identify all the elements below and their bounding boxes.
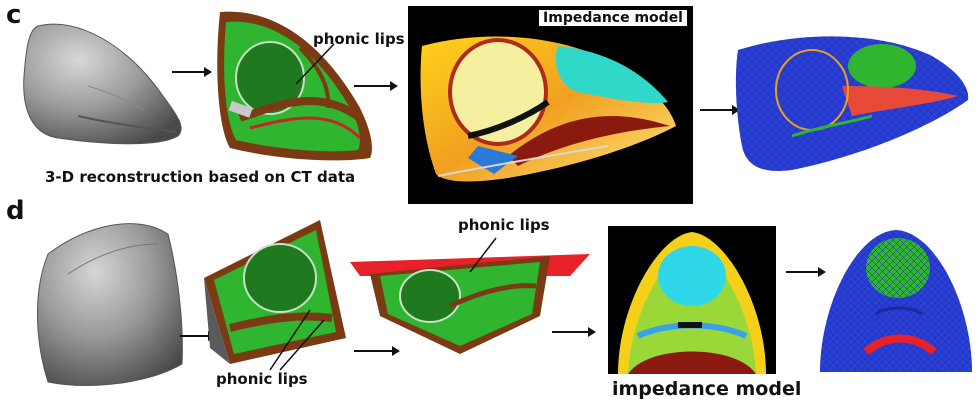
arrow-d-3 bbox=[552, 326, 596, 338]
phonic-lips-label-d-bottom: phonic lips bbox=[216, 370, 308, 388]
gray-head-3d-d bbox=[28, 214, 188, 394]
impedance-caption-d: impedance model bbox=[612, 378, 801, 400]
arrow-c-2 bbox=[354, 80, 398, 92]
pointer-lines-d bbox=[250, 300, 330, 380]
gray-head-3d-c bbox=[18, 16, 188, 146]
panel-letter-d: d bbox=[6, 196, 25, 226]
impedance-model-c: Impedance model bbox=[408, 6, 693, 204]
impedance-map-c bbox=[408, 6, 693, 204]
impedance-title-c: Impedance model bbox=[539, 10, 687, 26]
blue-mesh-c bbox=[732, 26, 972, 176]
blue-mesh-d bbox=[816, 226, 976, 376]
impedance-map-d bbox=[608, 226, 776, 374]
phonic-lips-label-c: phonic lips bbox=[313, 30, 405, 48]
impedance-model-d bbox=[608, 226, 776, 374]
caption-c: 3-D reconstruction based on CT data bbox=[45, 168, 355, 186]
arrow-c-1 bbox=[172, 66, 212, 78]
phonic-lips-label-d-top: phonic lips bbox=[458, 216, 550, 234]
pointer-line-d-top bbox=[460, 236, 510, 276]
